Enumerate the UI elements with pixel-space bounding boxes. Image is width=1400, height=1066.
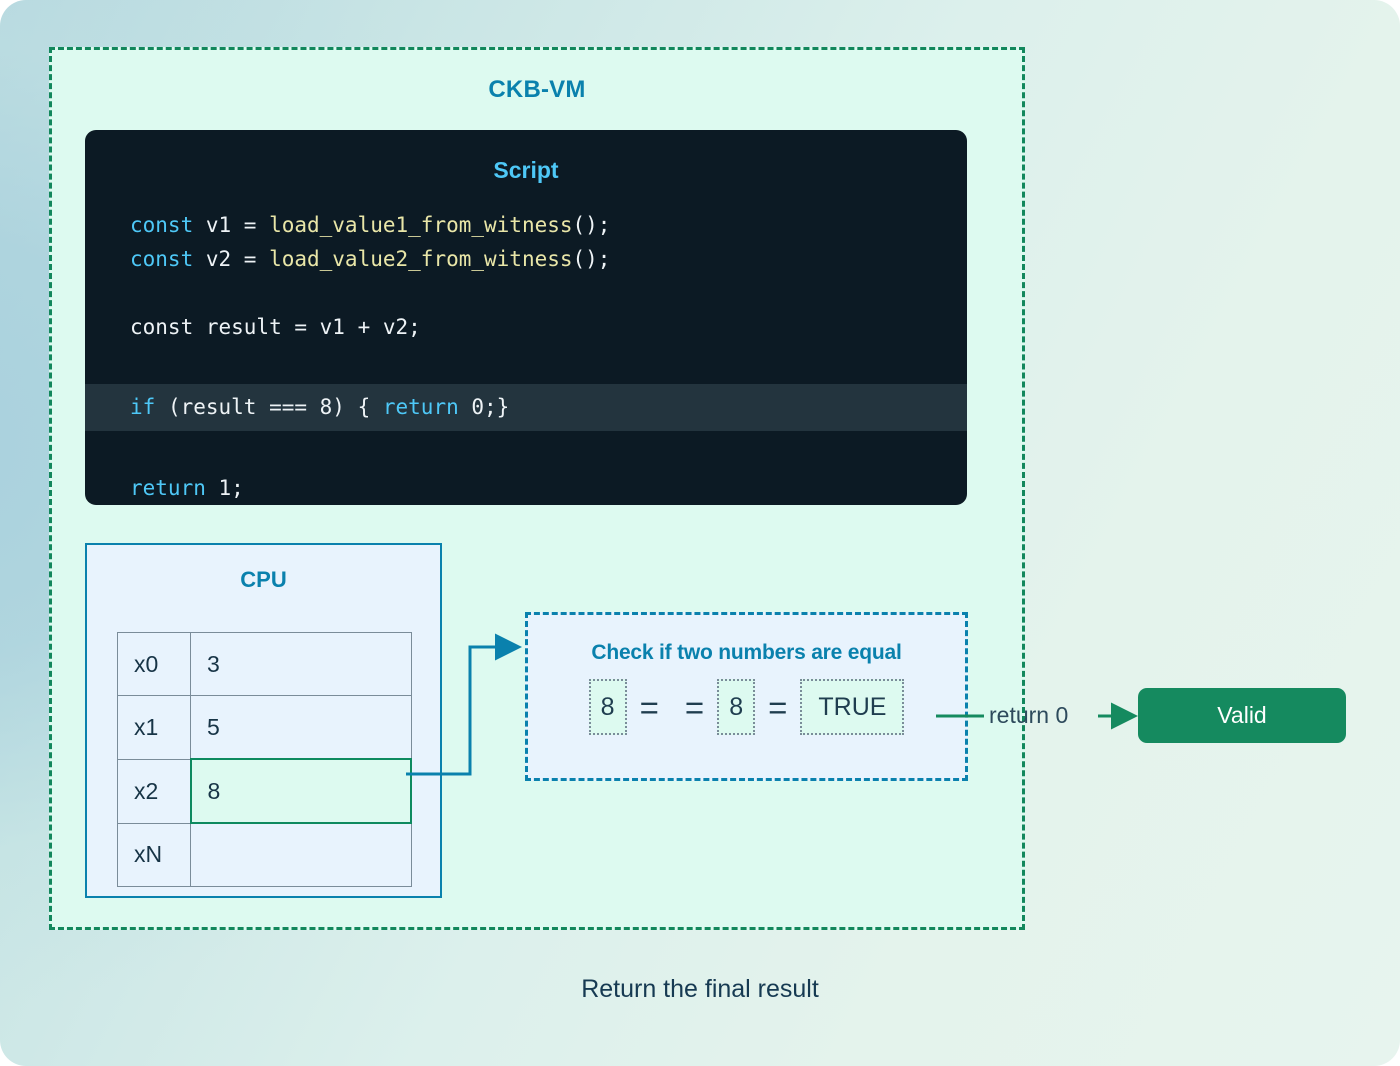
code-token: (); — [572, 213, 611, 237]
script-panel: Script const v1 = load_value1_from_witne… — [85, 130, 967, 505]
code-line — [85, 344, 967, 378]
code-token: 1; — [218, 476, 244, 500]
code-token: const — [130, 247, 206, 271]
check-left-value: 8 — [588, 679, 627, 735]
register-name: x1 — [117, 695, 191, 760]
code-line-highlighted: if (result === 8) { return 0;} — [85, 384, 967, 431]
code-token: v1 = — [205, 213, 270, 237]
register-name: x0 — [117, 632, 191, 696]
register-value — [190, 822, 412, 887]
equals-sign-3: = — [768, 688, 788, 726]
equals-sign-1: = — [639, 688, 659, 726]
code-line: return 1; — [85, 471, 967, 505]
register-row: xN — [117, 822, 412, 887]
valid-result-label: Valid — [1217, 702, 1267, 728]
code-line: const v1 = load_value1_from_witness(); — [85, 208, 967, 242]
register-value: 3 — [190, 632, 412, 696]
code-token: 0;} — [471, 395, 510, 419]
equality-check-box: Check if two numbers are equal 8 = = 8 =… — [525, 612, 968, 781]
check-result-value: TRUE — [800, 679, 905, 735]
code-token: const — [130, 213, 206, 237]
code-token: (result === 8) { — [167, 395, 383, 419]
equality-check-title: Check if two numbers are equal — [591, 641, 902, 664]
code-line: const v2 = load_value2_from_witness(); — [85, 242, 967, 276]
ckb-vm-title: CKB-VM — [488, 76, 586, 103]
register-value: 5 — [190, 695, 412, 760]
check-right-value: 8 — [717, 679, 756, 735]
code-token: if — [130, 395, 168, 419]
code-line — [85, 276, 967, 310]
return-code-label: return 0 — [989, 702, 1069, 728]
valid-result-badge: Valid — [1138, 688, 1346, 743]
equals-sign-2: = — [684, 688, 705, 726]
code-line: const result = v1 + v2; — [85, 310, 967, 344]
register-name: xN — [117, 822, 191, 887]
code-line — [85, 437, 967, 471]
diagram-caption: Return the final result — [581, 975, 819, 1003]
ckb-vm-container: CKB-VM Script const v1 = load_value1_fro… — [49, 47, 1025, 930]
code-token: load_value2_from_witness — [269, 247, 573, 271]
code-token: return — [130, 476, 219, 500]
register-name: x2 — [117, 758, 191, 824]
register-value-active: 8 — [189, 758, 412, 824]
code-token: return — [382, 395, 472, 419]
code-token: (); — [572, 247, 611, 271]
equality-expression-row: 8 = = 8 = TRUE — [528, 679, 965, 735]
cpu-title: CPU — [240, 567, 287, 592]
code-token: v2 = — [205, 247, 270, 271]
script-title: Script — [493, 157, 559, 183]
code-token: const result = v1 + v2; — [130, 315, 421, 339]
code-token: load_value1_from_witness — [269, 213, 573, 237]
script-code-block: const v1 = load_value1_from_witness();co… — [85, 208, 967, 505]
